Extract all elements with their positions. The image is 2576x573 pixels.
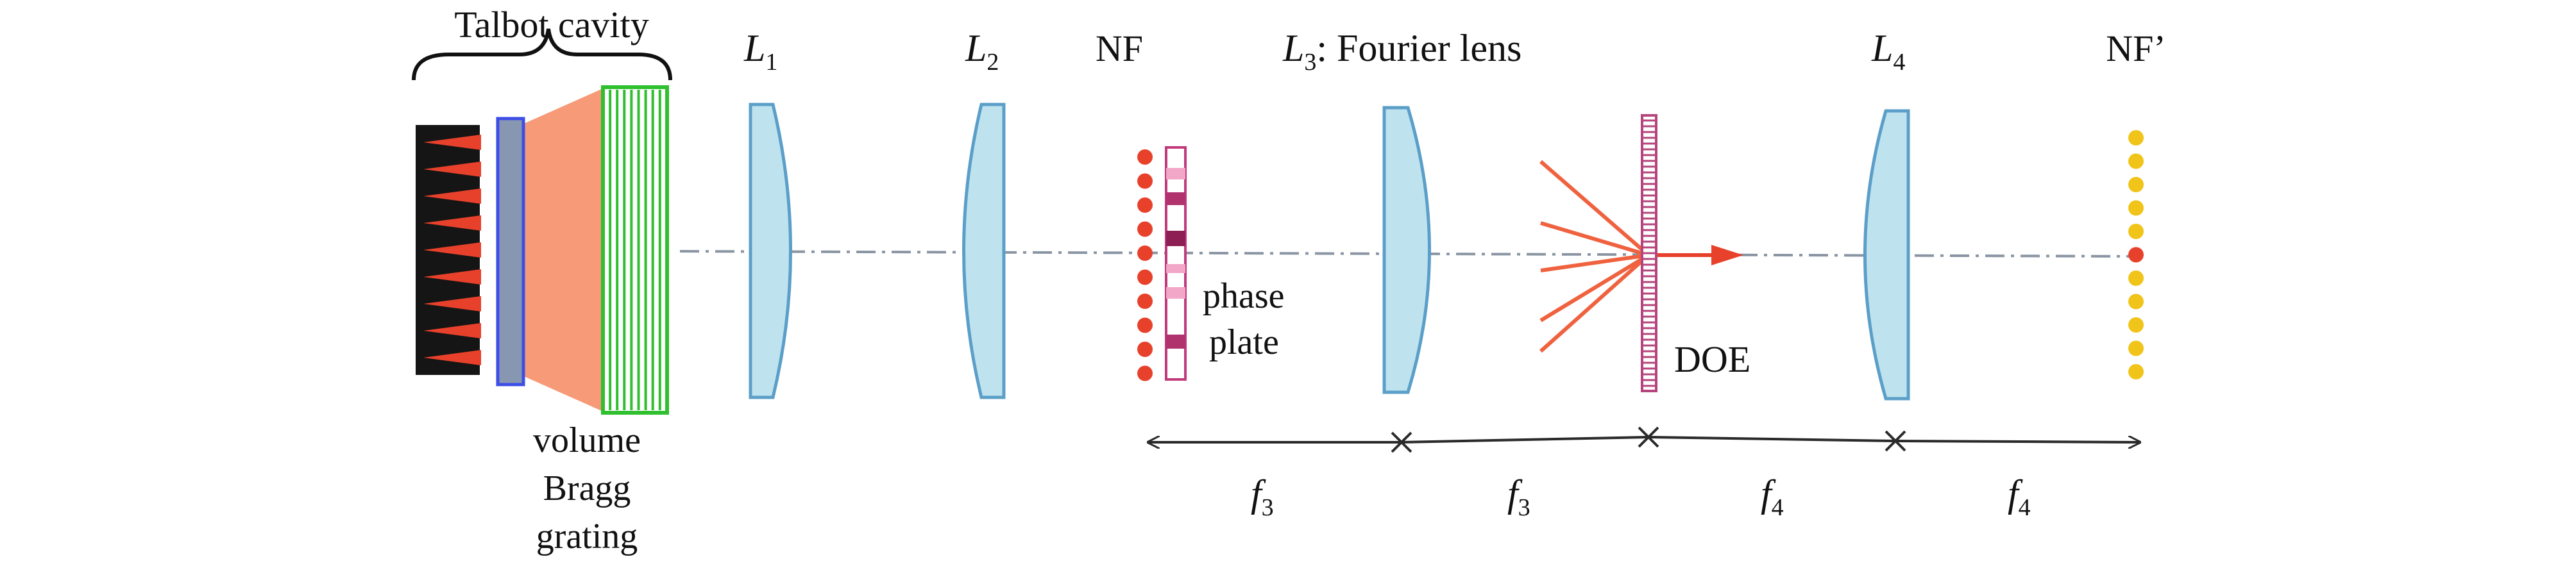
laser-emitter — [423, 135, 481, 150]
nf-prime-spot — [2128, 247, 2144, 263]
laser-diode-array — [416, 125, 481, 375]
nf-prime-spot — [2128, 130, 2144, 145]
laser-emitter — [423, 162, 481, 177]
lens-l2-label: L2 — [965, 27, 999, 76]
laser-emitter — [423, 350, 481, 365]
vbg-label-line1: volume — [533, 420, 641, 460]
converging-beams — [1539, 160, 1650, 353]
distance-label-3: f4 — [1761, 472, 1784, 521]
distance-arrow-4 — [1895, 441, 2140, 442]
nf-spot — [1137, 317, 1153, 333]
distance-label-4: f4 — [2008, 472, 2031, 521]
nf-prime-label: NF’ — [2106, 28, 2165, 69]
near-field-spots — [1137, 149, 1153, 381]
nf-prime-spot — [2128, 200, 2144, 216]
nf-prime-spot — [2128, 340, 2144, 356]
phase-plate-label-line1: phase — [1203, 276, 1285, 316]
lens-l4-label: L4 — [1871, 27, 1905, 76]
lens-l3-label: L3: Fourier lens — [1282, 27, 1521, 76]
lens-l2 — [962, 103, 1006, 399]
nf-spot — [1137, 365, 1153, 381]
tick-l3 — [1391, 431, 1412, 453]
coupling-lens — [496, 117, 525, 386]
lens-l3-fourier — [1382, 106, 1431, 394]
talbot-cavity-label: Talbot cavity — [454, 4, 649, 46]
distance-label-1: f3 — [1251, 472, 1274, 521]
laser-emitter — [423, 323, 481, 338]
phase-plate-label-line2: plate — [1209, 322, 1279, 362]
distance-markers — [1148, 426, 2140, 453]
cavity-beam — [521, 88, 603, 411]
nf-spot — [1137, 294, 1153, 309]
doe-label: DOE — [1674, 338, 1750, 380]
nf-prime-spot — [2128, 270, 2144, 286]
nf-prime-spot — [2128, 317, 2144, 333]
nf-prime-spot — [2128, 294, 2144, 310]
phase-plate — [1165, 146, 1187, 381]
distance-arrow-3 — [1648, 436, 1896, 442]
nf-prime-spot — [2128, 177, 2144, 192]
doe-element — [1641, 114, 1657, 392]
vbg-label-line3: grating — [536, 517, 638, 556]
doe-output-beam — [1648, 245, 1743, 265]
lens-l4 — [1863, 109, 1910, 401]
nf-label: NF — [1096, 28, 1143, 69]
output-near-field-spots — [2128, 130, 2144, 379]
laser-emitter — [423, 215, 481, 231]
nf-spot — [1137, 269, 1153, 285]
tick-l4 — [1885, 430, 1906, 452]
nf-spot — [1137, 149, 1153, 165]
talbot-cavity-brace — [412, 28, 672, 81]
volume-bragg-grating — [601, 85, 669, 415]
nf-spot — [1137, 173, 1153, 189]
distance-arrow-2 — [1401, 436, 1649, 444]
nf-spot — [1137, 342, 1153, 357]
laser-emitter — [423, 188, 481, 204]
laser-emitter — [423, 296, 481, 311]
lens-l1-label: L1 — [743, 27, 777, 76]
tick-doe — [1638, 426, 1659, 448]
nf-spot — [1137, 245, 1153, 261]
nf-spot — [1137, 221, 1153, 237]
laser-emitter — [423, 269, 481, 285]
laser-emitter — [423, 242, 481, 258]
lens-l1 — [749, 103, 792, 399]
vbg-label-line2: Bragg — [543, 469, 631, 508]
nf-prime-spot — [2128, 364, 2144, 379]
nf-spot — [1137, 197, 1153, 213]
nf-prime-spot — [2128, 153, 2144, 169]
distance-label-2: f3 — [1507, 472, 1530, 521]
nf-prime-spot — [2128, 224, 2144, 239]
